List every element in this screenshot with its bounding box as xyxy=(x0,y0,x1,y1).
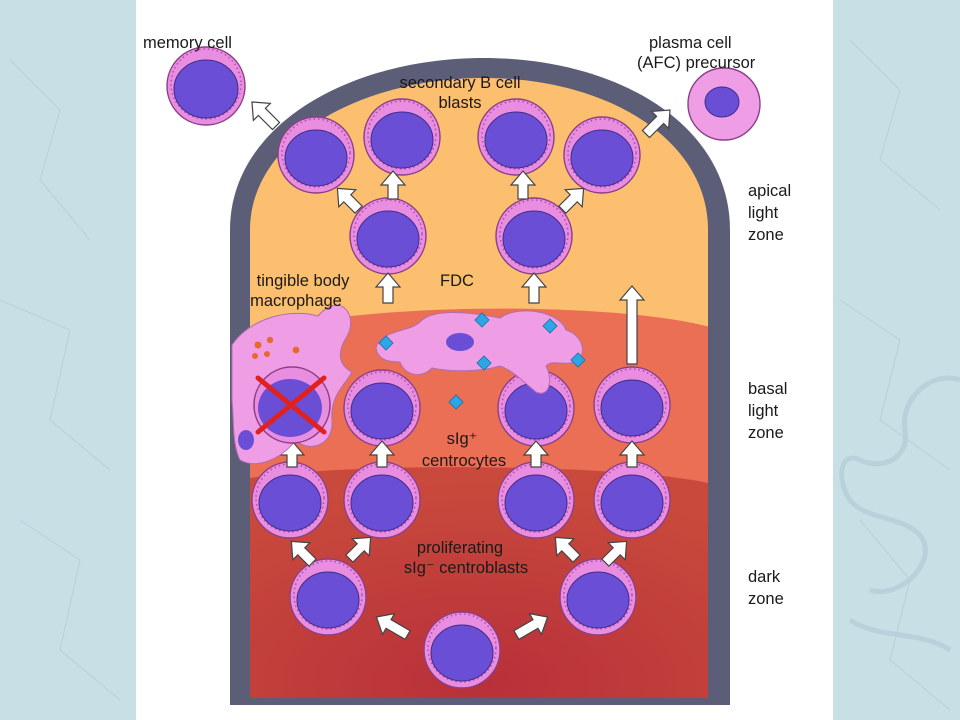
arrow-centrocyte-to-apical xyxy=(618,285,646,365)
label-apical-1: apical xyxy=(748,182,791,200)
label-tingible-body-1: tingible body xyxy=(257,272,350,290)
secondary-blast-cell xyxy=(477,98,555,176)
label-fdc: FDC xyxy=(440,272,474,290)
arrow-blast-split xyxy=(336,187,363,214)
label-memory-cell: memory cell xyxy=(143,34,232,52)
centroblast-cell xyxy=(559,558,637,636)
arrow-to-plasma-cell xyxy=(641,109,671,139)
background-pattern xyxy=(0,39,951,711)
label-centroblasts-2: sIg⁻ centroblasts xyxy=(404,559,528,577)
secondary-blast-cell xyxy=(563,116,641,194)
label-centrocytes-1: sIg⁺ xyxy=(447,430,478,448)
centroblast-cell xyxy=(593,461,671,539)
follicular-dendritic-cell xyxy=(375,310,586,410)
arrow-to-centrocyte xyxy=(522,440,550,468)
arrow-proliferation xyxy=(345,536,372,563)
arrow-blast-split xyxy=(558,187,585,214)
label-basal-3: zone xyxy=(748,424,784,442)
arrow-proliferation xyxy=(601,540,628,567)
arrow-to-centrocyte xyxy=(618,440,646,468)
label-dark-1: dark xyxy=(748,568,781,586)
label-plasma-cell-1: plasma cell xyxy=(649,34,732,52)
label-centroblasts-1: proliferating xyxy=(417,539,503,557)
labels: memory cell plasma cell (AFC) precursor … xyxy=(143,34,791,608)
centroblast-cell xyxy=(289,558,367,636)
secondary-blast-cell xyxy=(363,98,441,176)
arrow-proliferation xyxy=(375,612,411,641)
arrow-centrocyte-to-blast xyxy=(520,272,548,304)
arrow-proliferation xyxy=(554,536,581,563)
arrow-blast-split xyxy=(509,170,537,200)
b-cells xyxy=(166,46,761,689)
centrocyte-cell xyxy=(593,366,671,444)
cross-mark xyxy=(255,375,327,435)
arrow-to-centrocyte xyxy=(368,440,396,468)
light-zone-blast-cell xyxy=(349,197,427,275)
centroblast-cell xyxy=(343,461,421,539)
arrow-centrocyte-to-blast xyxy=(374,272,402,304)
light-zone-blast-cell xyxy=(495,197,573,275)
memory-cell xyxy=(166,46,246,126)
arrow-to-centrocyte xyxy=(278,440,306,468)
label-basal-2: light xyxy=(748,402,779,420)
label-apical-2: light xyxy=(748,204,779,222)
label-centrocytes-2: centrocytes xyxy=(422,452,506,470)
arrow-proliferation xyxy=(513,612,549,641)
label-basal-1: basal xyxy=(748,380,787,398)
centrocyte-cell xyxy=(343,369,421,447)
label-tingible-body-2: macrophage xyxy=(250,292,342,310)
centrocyte-cell xyxy=(497,369,575,447)
label-plasma-cell-2: (AFC) precursor xyxy=(637,54,756,72)
differentiation-arrows xyxy=(251,101,671,641)
arrow-proliferation xyxy=(290,540,317,567)
apoptotic-cell xyxy=(253,366,331,444)
label-apical-3: zone xyxy=(748,226,784,244)
label-secondary-blasts-2: blasts xyxy=(438,94,481,112)
label-dark-2: zone xyxy=(748,590,784,608)
centroblast-cell xyxy=(251,461,329,539)
arrow-blast-split xyxy=(379,170,407,200)
label-secondary-blasts-1: secondary B cell xyxy=(399,74,520,92)
centroblast-cell xyxy=(497,461,575,539)
arrow-to-memory-cell xyxy=(251,101,281,131)
founder-centroblast-cell xyxy=(423,611,501,689)
secondary-blast-cell xyxy=(277,116,355,194)
plasma-cell-precursor xyxy=(687,67,761,141)
dragon-watermark xyxy=(839,375,960,653)
